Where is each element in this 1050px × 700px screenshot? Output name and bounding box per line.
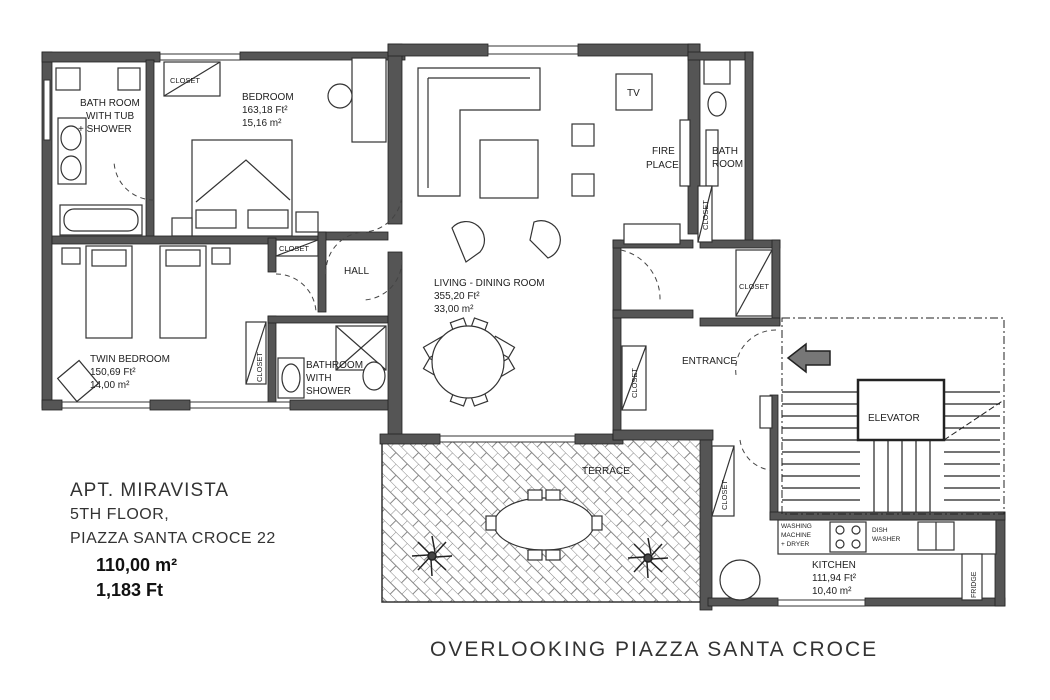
bath-small-label-line1: BATH: [712, 146, 738, 157]
windows: [43, 45, 866, 607]
fireplace-label-line1: FIRE: [652, 146, 675, 157]
closet-entrance-right-label: CLOSET: [739, 282, 769, 291]
kitchen-area-ft: 111,94 Ft²: [812, 573, 857, 584]
kitchen-area-m: 10,40 m²: [812, 586, 852, 597]
bath-tub-label-line2: WITH TUB: [86, 111, 134, 122]
tv-label: TV: [627, 88, 640, 99]
bedroom-area-m: 15,16 m²: [242, 118, 282, 129]
twin-bedroom-area-m: 14,00 m²: [90, 380, 130, 391]
kitchen-name: KITCHEN: [812, 560, 856, 571]
room-labels: CLOSET BATH ROOM WITH TUB + SHOWER BEDRO…: [78, 76, 978, 598]
caption: OVERLOOKING PIAZZA SANTA CROCE: [430, 638, 879, 661]
dishwasher-label-line2: WASHER: [872, 536, 901, 543]
closet-bedroom-label: CLOSET: [170, 76, 200, 85]
fridge-label: FRIDGE: [971, 571, 978, 598]
living-room-area-m: 33,00 m²: [434, 304, 474, 315]
furniture: [55, 57, 997, 601]
fireplace-label-line2: PLACE: [646, 160, 679, 171]
bedroom-name: BEDROOM: [242, 92, 294, 103]
apartment-floor: 5TH FLOOR,: [70, 506, 170, 523]
closet-entrance-left-label: CLOSET: [630, 368, 639, 398]
bedroom-area-ft: 163,18 Ft²: [242, 105, 288, 116]
washing-label-line3: + DRYER: [781, 541, 810, 548]
closet-hall-label: CLOSET: [279, 244, 309, 253]
washing-label-line2: MACHINE: [781, 532, 812, 539]
bath-shower-label-line1: BATHROOM: [306, 360, 363, 371]
entrance-label: ENTRANCE: [682, 356, 737, 367]
walls: [41, 43, 1006, 611]
apartment-area-ft: 1,183 Ft: [96, 580, 164, 600]
bath-tub-label-line3: + SHOWER: [78, 124, 132, 135]
bath-shower-label-line3: SHOWER: [306, 386, 351, 397]
entrance-arrow-icon: [786, 342, 831, 374]
closet-bath-label: CLOSET: [701, 200, 710, 230]
hall-label: HALL: [344, 266, 369, 277]
staircase: [781, 317, 1005, 515]
bath-shower-label-line2: WITH: [306, 373, 332, 384]
plant-icon: [411, 535, 453, 577]
bath-tub-label-line1: BATH ROOM: [80, 98, 140, 109]
terrace-label: TERRACE: [582, 466, 630, 477]
doors: [113, 159, 777, 471]
living-room-name: LIVING - DINING ROOM: [434, 278, 545, 289]
dishwasher-label-line1: DISH: [872, 527, 888, 534]
living-room-area-ft: 355,20 Ft²: [434, 291, 480, 302]
plant-icon: [627, 537, 669, 579]
twin-bedroom-name: TWIN BEDROOM: [90, 354, 170, 365]
closet-kitchen-label: CLOSET: [720, 480, 729, 510]
apartment-name: APT. MIRAVISTA: [70, 480, 229, 501]
apartment-address: PIAZZA SANTA CROCE 22: [70, 530, 276, 547]
twin-bedroom-area-ft: 150,69 Ft²: [90, 367, 136, 378]
bath-small-label-line2: ROOM: [712, 159, 743, 170]
elevator-label: ELEVATOR: [868, 413, 920, 424]
apartment-area-m: 110,00 m²: [96, 555, 178, 575]
closet-twin-label: CLOSET: [255, 352, 264, 382]
washing-label-line1: WASHING: [781, 523, 812, 530]
